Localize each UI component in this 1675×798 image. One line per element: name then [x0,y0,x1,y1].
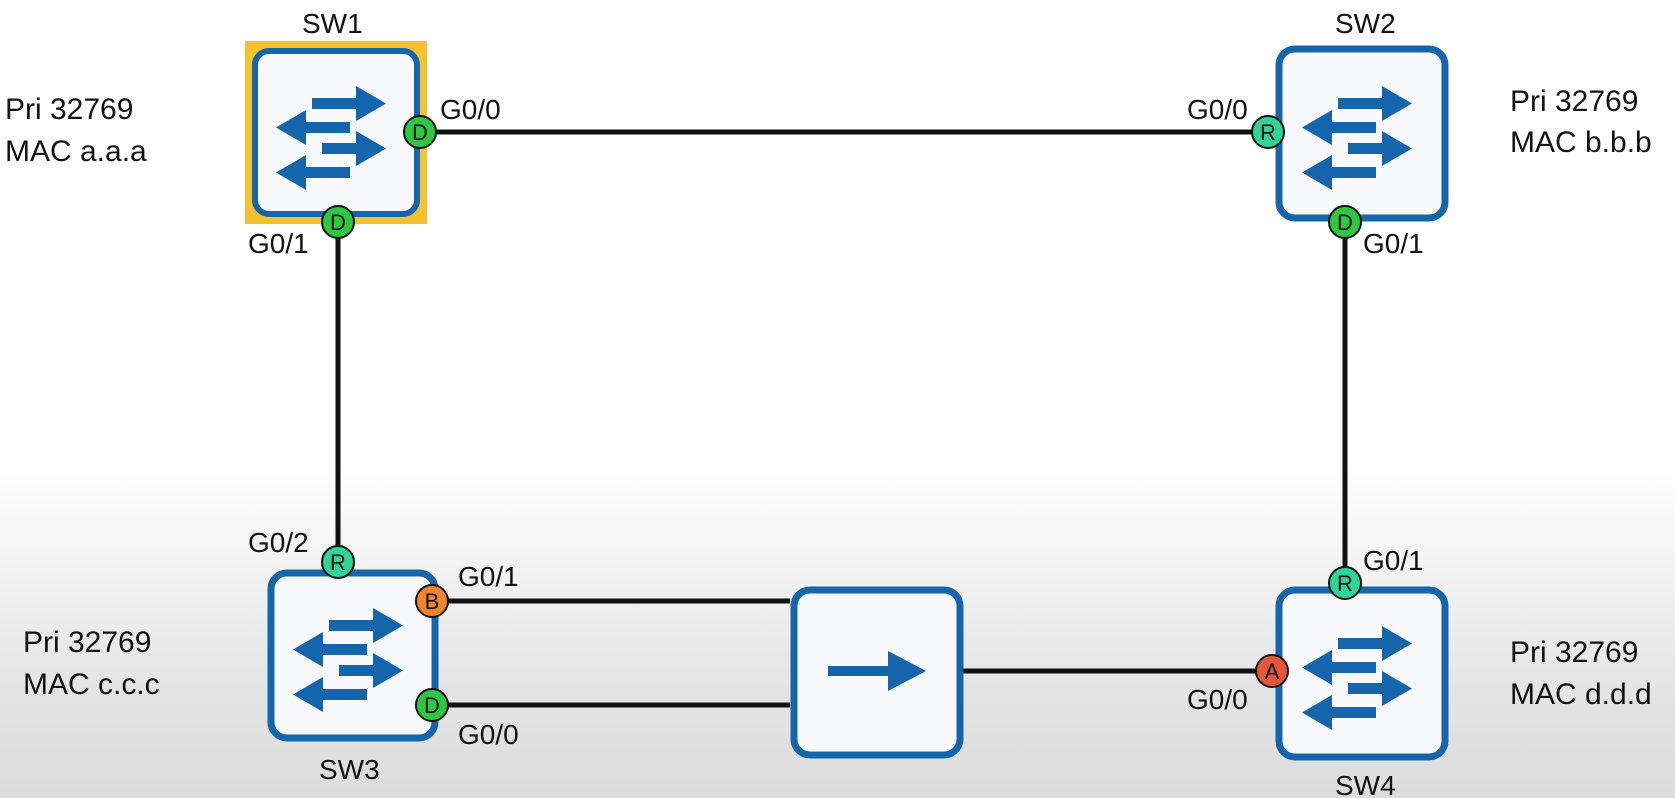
sw1-g00-label: G0/0 [440,94,501,125]
root-port-marker [1251,115,1285,149]
port-role-letter: D [330,210,346,235]
port-role-letter: R [330,550,346,575]
switch-sw2[interactable] [1275,45,1449,222]
switch-sw4[interactable] [1275,586,1449,761]
switch-arrows-icon [1302,626,1412,730]
port-sw3-g00[interactable]: D [415,688,449,722]
port-sw3-g02[interactable]: R [321,545,355,579]
root-port-marker [321,545,355,579]
designated-port-marker [321,205,355,239]
switch-arrows-icon [1302,86,1412,190]
sw1-g01-label: G0/1 [248,228,309,259]
port-sw1-g00[interactable]: D [403,115,437,149]
switch-arrows-icon [276,86,386,190]
designated-port-marker [415,688,449,722]
port-sw3-g01[interactable]: B [415,584,449,618]
links [335,129,1348,708]
switch-sw2-body [1275,45,1449,222]
right-arrow-icon [828,651,926,691]
switch-sw3-body [267,569,439,742]
blocking-port-marker [415,584,449,618]
switch-arrows-icon [293,608,403,712]
sw4-g00-label: G0/0 [1187,684,1248,715]
sw3-name: SW3 [319,754,380,785]
switch-sw1[interactable] [245,41,427,224]
sw3-g01-label: G0/1 [458,561,519,592]
designated-port-marker [1328,205,1362,239]
sw3-g02-label: G0/2 [248,527,309,558]
port-sw2-g00[interactable]: R [1251,115,1285,149]
sw4-name: SW4 [1335,770,1396,798]
sw4-priority: Pri 32769 [1510,636,1638,669]
sw3-mac: MAC c.c.c [23,668,160,701]
sw4-mac: MAC d.d.d [1510,678,1652,711]
sw2-priority: Pri 32769 [1510,85,1638,118]
sw3-priority: Pri 32769 [23,626,151,659]
sw2-g01-label: G0/1 [1363,228,1424,259]
sw2-mac: MAC b.b.b [1510,126,1652,159]
port-role-letter: B [425,589,440,614]
sw1-mac: MAC a.a.a [5,135,147,168]
sw2-g00-label: G0/0 [1187,94,1248,125]
port-sw1-g01[interactable]: D [321,205,355,239]
port-role-letter: R [1337,571,1353,596]
hub[interactable] [790,586,964,759]
port-role-letter: D [412,120,428,145]
alternate-port-marker [1255,654,1289,688]
sw4-g01-label: G0/1 [1363,545,1424,576]
port-role-letter: D [424,693,440,718]
port-sw4-g01[interactable]: R [1328,566,1362,600]
sw2-name: SW2 [1335,8,1396,39]
sw3-g00-label: G0/0 [458,719,519,750]
port-role-letter: A [1265,659,1280,684]
port-role-letter: D [1337,210,1353,235]
root-port-marker [1328,566,1362,600]
sw1-name: SW1 [302,8,363,39]
switch-sw3[interactable] [267,569,439,742]
port-role-letter: R [1260,120,1276,145]
designated-port-marker [403,115,437,149]
port-sw4-g00[interactable]: A [1255,654,1289,688]
sw1-priority: Pri 32769 [5,93,133,126]
switch-sw4-body [1275,586,1449,761]
port-sw2-g01[interactable]: D [1328,205,1362,239]
